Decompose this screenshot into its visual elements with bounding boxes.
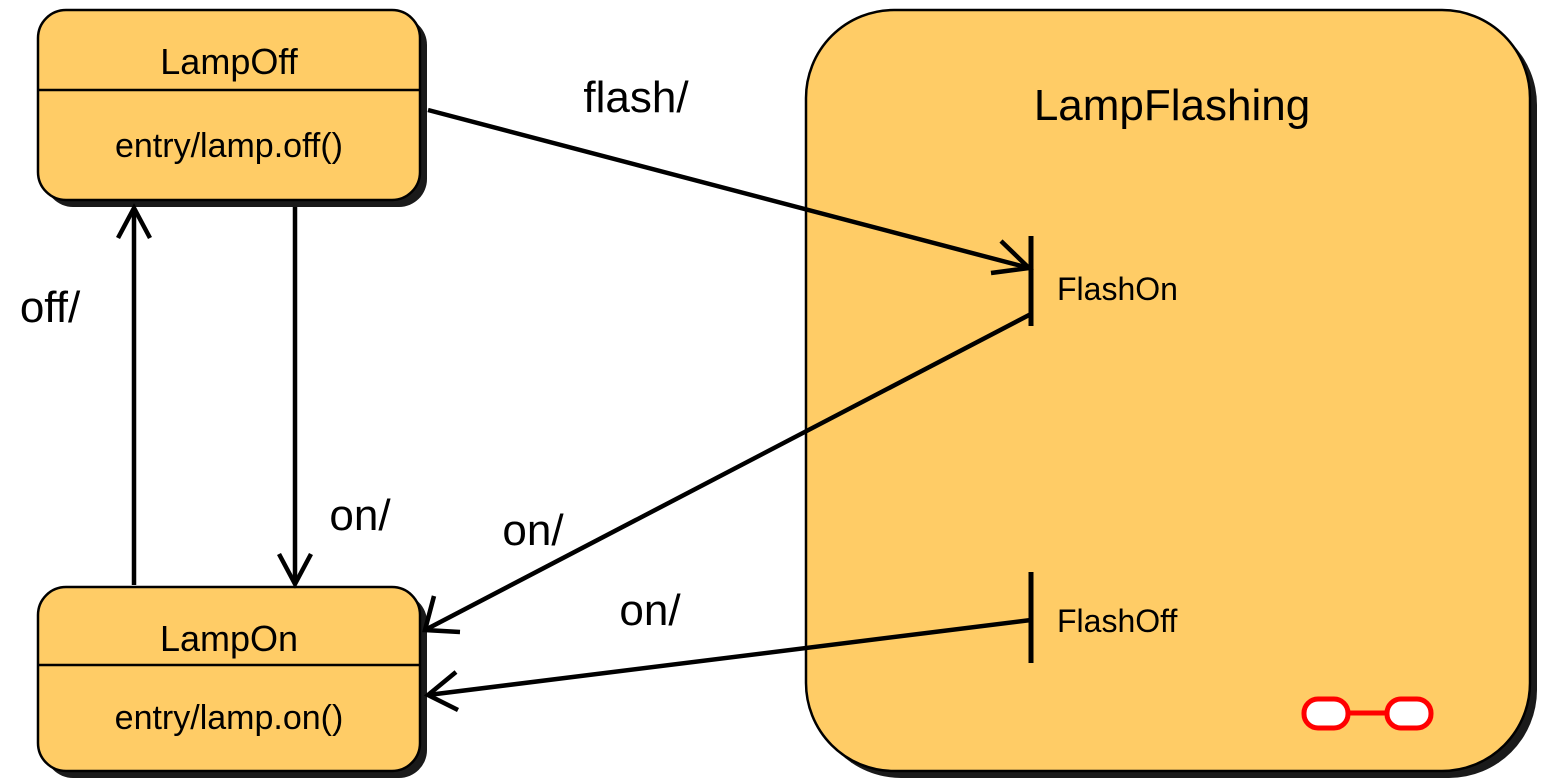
- transition-on-from-flashoff[interactable]: on/: [423, 586, 1032, 713]
- state-lampflashing-name: LampFlashing: [1034, 81, 1310, 130]
- transition-off-label: off/: [20, 283, 81, 332]
- transition-on-from-flashoff-label: on/: [619, 586, 681, 635]
- state-lampflashing[interactable]: LampFlashing FlashOn FlashOff: [804, 8, 1537, 778]
- transition-flash[interactable]: flash/: [427, 73, 1034, 276]
- entry-point-flashoff-label: FlashOff: [1057, 603, 1177, 639]
- transition-on-from-lampoff-label: on/: [329, 491, 391, 540]
- state-lampon[interactable]: LampOn entry/lamp.on(): [36, 585, 427, 778]
- state-lampoff[interactable]: LampOff entry/lamp.off(): [36, 8, 427, 207]
- transition-on-from-flashon[interactable]: on/: [422, 312, 1033, 635]
- state-lampoff-action: entry/lamp.off(): [115, 127, 343, 165]
- state-lampon-action: entry/lamp.on(): [115, 699, 344, 737]
- transition-off[interactable]: off/: [20, 203, 152, 585]
- state-lampon-name: LampOn: [160, 618, 298, 659]
- submachine-icon: [1301, 696, 1434, 731]
- transition-on-from-lampoff[interactable]: on/: [277, 207, 391, 589]
- transition-flash-label: flash/: [583, 73, 689, 122]
- transition-on-from-flashon-label: on/: [502, 506, 564, 555]
- state-lampoff-name: LampOff: [160, 41, 298, 82]
- entry-point-flashon-label: FlashOn: [1057, 271, 1178, 307]
